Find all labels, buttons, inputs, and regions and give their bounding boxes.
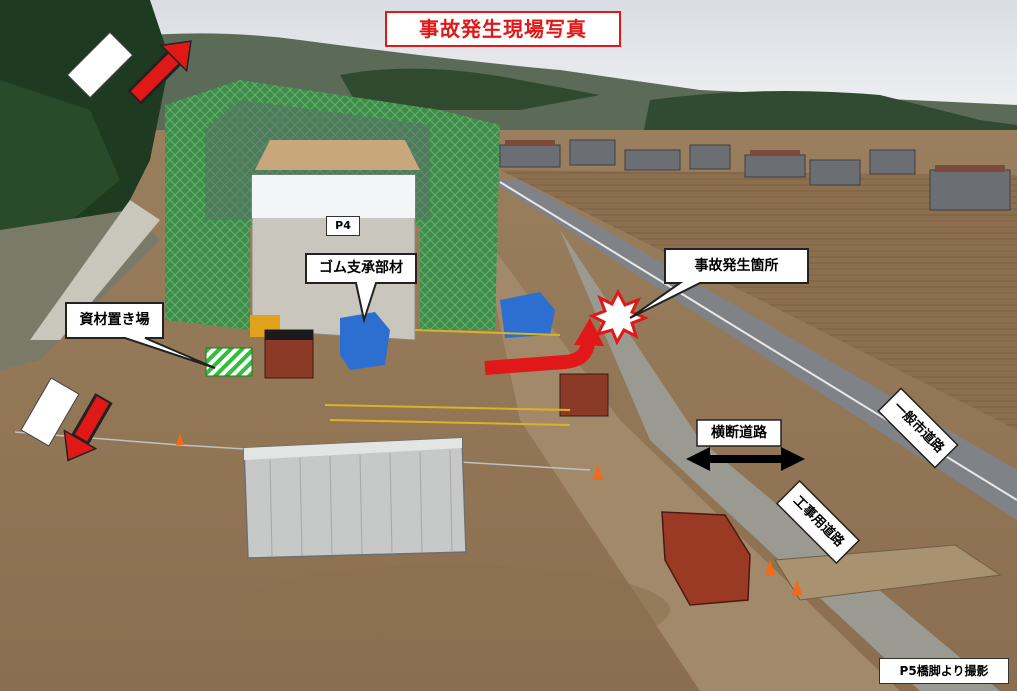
direction-arrow-icon xyxy=(20,377,113,462)
accident-location-callout: 事故発生箇所 xyxy=(694,258,779,274)
burst-icon xyxy=(588,288,649,346)
photo-credit: P5橋脚より撮影 xyxy=(879,658,1009,684)
page-title: 事故発生現場写真 xyxy=(385,11,621,47)
double-arrow-icon xyxy=(686,447,805,471)
material-yard-callout: 資材置き場 xyxy=(79,312,150,328)
flow-arrow-icon xyxy=(484,318,604,375)
crossing-road-label: 横断道路 xyxy=(711,425,767,441)
direction-arrow-icon xyxy=(66,31,192,105)
pier-label: P4 xyxy=(326,216,360,236)
rubber-bearing-callout: ゴム支承部材 xyxy=(319,260,403,276)
